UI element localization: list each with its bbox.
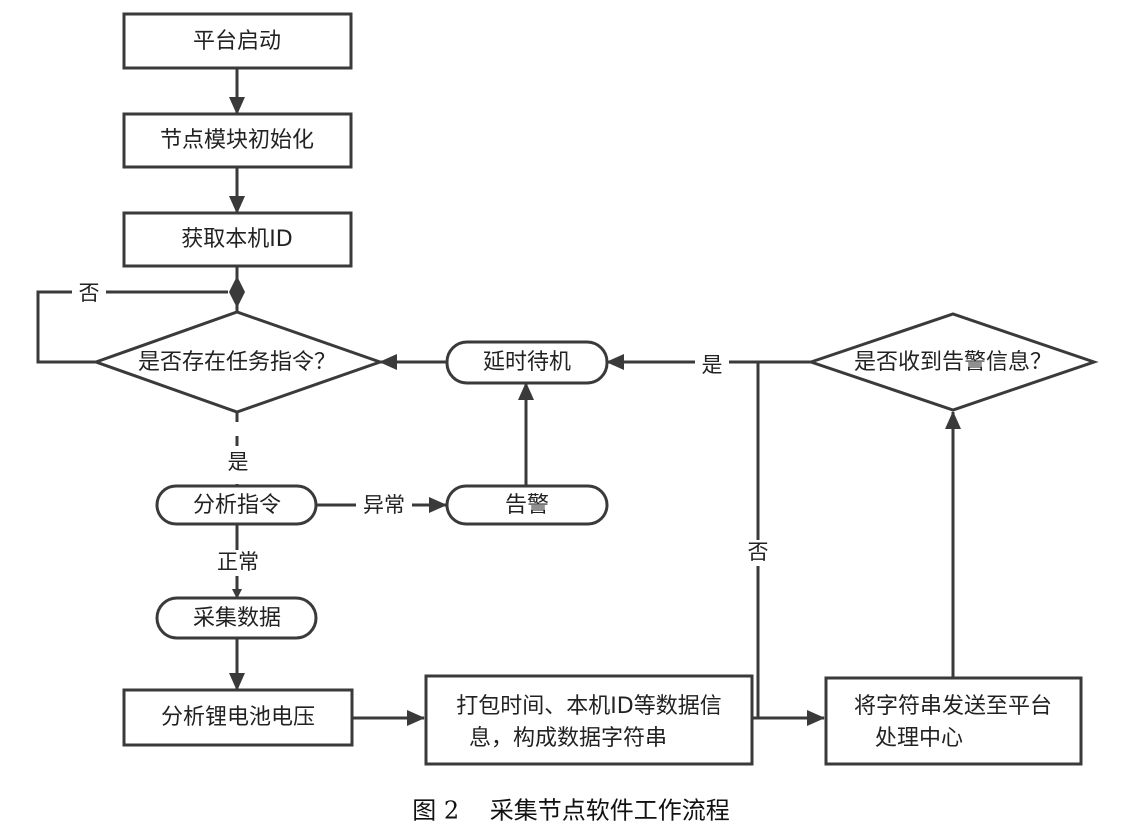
connectors — [36, 68, 961, 726]
node-start-label: 平台启动 — [193, 29, 281, 54]
node-get-id: 获取本机ID — [122, 211, 353, 268]
node-battery-label: 分析锂电池电压 — [161, 705, 315, 730]
label-task-no: 否 — [79, 281, 100, 305]
node-collect: 采集数据 — [155, 596, 318, 640]
edge-task-no-loop — [36, 290, 228, 364]
node-get-id-label: 获取本机ID — [181, 227, 292, 252]
node-init: 节点模块初始化 — [122, 112, 353, 169]
node-send: 将字符串发送至平台 处理中心 — [824, 676, 1083, 766]
node-init-label: 节点模块初始化 — [160, 128, 314, 153]
label-alarm-yes: 是 — [702, 353, 723, 377]
node-start: 平台启动 — [122, 12, 353, 70]
label-alarm-no: 否 — [748, 540, 769, 564]
node-pack-label-line1: 打包时间、本机ID等数据信 — [456, 694, 721, 719]
node-alarm: 告警 — [445, 484, 609, 526]
node-analyze-cmd-label: 分析指令 — [193, 493, 281, 518]
edge-labels: 否 是 异常 正常 是 否 — [72, 280, 774, 576]
node-check-alarm-label: 是否收到告警信息？ — [854, 350, 1052, 375]
node-analyze-cmd: 分析指令 — [155, 484, 318, 526]
label-cmd-abnormal: 异常 — [363, 493, 405, 517]
junction-marker — [229, 276, 245, 308]
node-delay: 延时待机 — [445, 340, 609, 385]
node-pack-label-line2: 息，构成数据字符串 — [469, 726, 667, 751]
node-check-alarm: 是否收到告警信息？ — [806, 312, 1099, 412]
label-cmd-normal: 正常 — [217, 550, 259, 574]
node-send-label-line1: 将字符串发送至平台 — [854, 694, 1052, 719]
node-collect-label: 采集数据 — [193, 606, 281, 631]
node-battery: 分析锂电池电压 — [122, 688, 354, 747]
node-send-label-line2: 处理中心 — [875, 726, 963, 751]
node-check-task-label: 是否存在任务指令？ — [138, 350, 336, 375]
node-check-task: 是否存在任务指令？ — [91, 310, 385, 414]
label-task-yes: 是 — [228, 450, 249, 474]
node-pack: 打包时间、本机ID等数据信 息，构成数据字符串 — [424, 674, 754, 766]
node-delay-label: 延时待机 — [483, 350, 571, 375]
node-alarm-label: 告警 — [505, 493, 549, 518]
figure-caption: 图 2 采集节点软件工作流程 — [412, 797, 729, 825]
